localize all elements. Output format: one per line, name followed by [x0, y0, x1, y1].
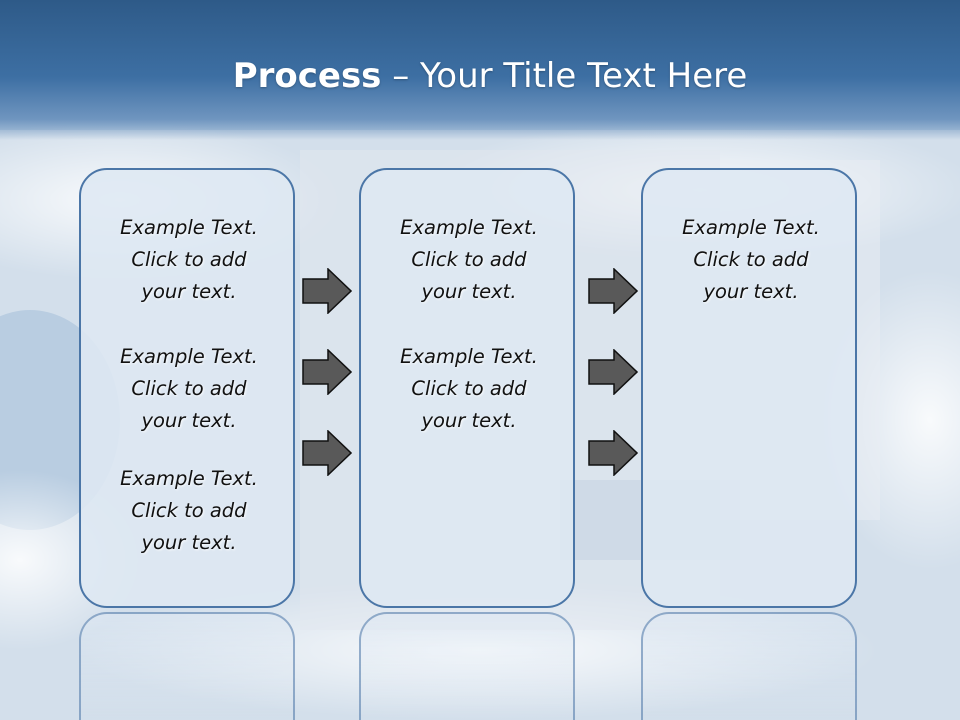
text-line: Example Text. — [120, 467, 258, 490]
text-block[interactable]: Example Text. Click to add your text. — [81, 463, 297, 559]
slide-title[interactable]: Process – Your Title Text Here — [0, 52, 960, 100]
box-reflection — [79, 612, 295, 720]
box-reflection — [641, 612, 857, 720]
text-block[interactable]: Example Text. Click to add your text. — [81, 212, 297, 308]
text-block[interactable]: Example Text. Click to add your text. — [643, 212, 859, 308]
arrow-right-icon[interactable] — [588, 430, 638, 476]
arrow-right-icon[interactable] — [302, 349, 352, 395]
text-line: Click to add — [411, 377, 527, 400]
text-line: your text. — [703, 280, 799, 303]
text-line: Example Text. — [120, 345, 258, 368]
text-line: Example Text. — [682, 216, 820, 239]
text-line: your text. — [421, 409, 517, 432]
title-band — [0, 0, 960, 140]
text-block[interactable]: Example Text. Click to add your text. — [361, 341, 577, 437]
arrow-right-icon[interactable] — [588, 349, 638, 395]
process-box-2[interactable]: Example Text. Click to add your text. Ex… — [359, 168, 575, 608]
text-line: Click to add — [131, 248, 247, 271]
box-reflection — [359, 612, 575, 720]
text-line: your text. — [141, 280, 237, 303]
text-line: Click to add — [693, 248, 809, 271]
process-box-1[interactable]: Example Text. Click to add your text. Ex… — [79, 168, 295, 608]
text-line: Example Text. — [400, 345, 538, 368]
text-block[interactable]: Example Text. Click to add your text. — [361, 212, 577, 308]
arrow-right-icon[interactable] — [588, 268, 638, 314]
text-block[interactable]: Example Text. Click to add your text. — [81, 341, 297, 437]
process-box-3[interactable]: Example Text. Click to add your text. — [641, 168, 857, 608]
title-rest-part: – Your Title Text Here — [381, 56, 748, 96]
arrow-right-icon[interactable] — [302, 430, 352, 476]
text-line: Example Text. — [120, 216, 258, 239]
text-line: your text. — [141, 531, 237, 554]
arrow-right-icon[interactable] — [302, 268, 352, 314]
title-bold-part: Process — [232, 56, 382, 96]
text-line: your text. — [141, 409, 237, 432]
text-line: Click to add — [131, 377, 247, 400]
text-line: Click to add — [131, 499, 247, 522]
text-line: Example Text. — [400, 216, 538, 239]
text-line: your text. — [421, 280, 517, 303]
text-line: Click to add — [411, 248, 527, 271]
